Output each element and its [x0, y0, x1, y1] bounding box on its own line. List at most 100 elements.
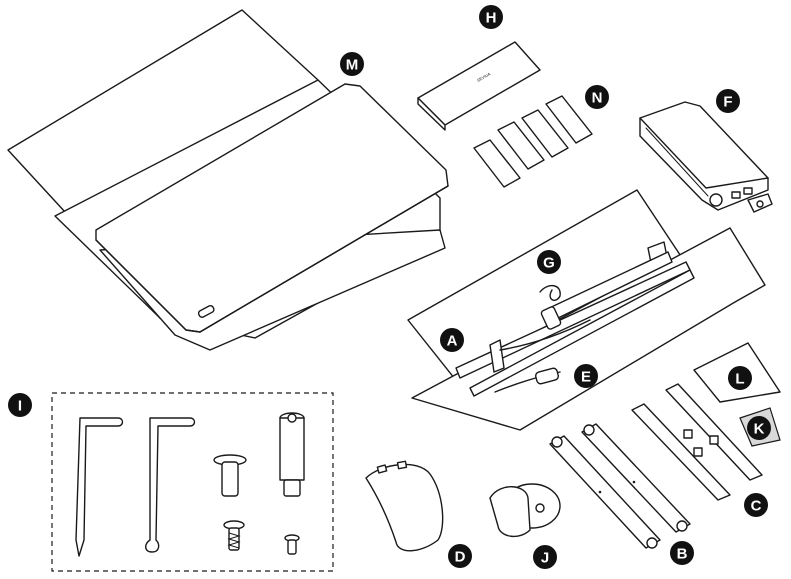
desktop-label-sticker	[197, 304, 215, 318]
marker-h-circle	[479, 5, 503, 29]
screw-large-thread	[227, 532, 241, 549]
hardware-kit-frame	[51, 392, 334, 572]
crossbar-rail-bottom	[469, 269, 695, 397]
foot-2-end-cap	[676, 520, 688, 532]
marker-l-label: L	[735, 371, 744, 388]
marker-d-circle	[448, 544, 472, 568]
marker-j: J	[533, 545, 557, 569]
marker-b: B	[670, 541, 694, 565]
marker-b-circle	[670, 541, 694, 565]
part-n-foam-pads	[473, 95, 593, 188]
bracket-2-tab	[709, 435, 719, 445]
foot-2-hole	[632, 480, 636, 484]
marker-h: H	[479, 5, 503, 29]
part-c-side-brackets	[631, 383, 763, 501]
foam-pad-2	[497, 121, 545, 170]
marker-k-label: K	[754, 421, 765, 438]
marker-k: K	[747, 416, 771, 440]
marker-c-label: C	[751, 498, 762, 515]
part-b-feet	[549, 423, 691, 549]
control-box-edge	[639, 117, 769, 189]
foam-pad-3	[521, 109, 569, 158]
motor-cable	[539, 285, 561, 301]
marker-h-label: H	[486, 10, 497, 27]
bracket-1-tab	[683, 429, 693, 439]
bracket-1-tab-2	[693, 447, 703, 457]
marker-j-label: J	[541, 550, 549, 567]
marker-g-label: G	[543, 255, 555, 272]
control-box-socket-1	[731, 191, 741, 199]
marker-j-circle	[533, 545, 557, 569]
cable-run	[499, 319, 591, 351]
cover-top	[417, 41, 541, 126]
marker-n: N	[585, 85, 609, 109]
foam-pad-4	[545, 95, 593, 144]
marker-i: I	[8, 393, 32, 417]
marker-n-label: N	[592, 90, 603, 107]
cable-holder-clip	[489, 486, 531, 537]
countersunk-screw-body	[221, 461, 239, 497]
marker-d: D	[448, 544, 472, 568]
allen-key-1	[75, 417, 124, 557]
marker-e-circle	[574, 364, 598, 388]
standoff-body	[279, 417, 305, 481]
crossbar-upright-bracket	[489, 339, 505, 373]
marker-f-circle	[716, 89, 740, 113]
marker-k-circle	[747, 416, 771, 440]
side-bracket-2	[665, 383, 763, 481]
standoff-bottom	[283, 479, 301, 497]
marker-n-circle	[585, 85, 609, 109]
marker-g: G	[537, 250, 561, 274]
side-bracket-1	[631, 403, 731, 501]
marker-l: L	[728, 366, 752, 390]
marker-f: F	[716, 89, 740, 113]
marker-e-label: E	[581, 369, 591, 386]
marker-b-label: B	[677, 546, 688, 563]
marker-d-label: D	[455, 549, 466, 566]
allen-key-2	[145, 417, 196, 553]
marker-c: C	[744, 493, 768, 517]
marker-m: M	[340, 52, 364, 76]
part-i-hardware-kit	[51, 392, 334, 572]
foot-1-cap	[551, 436, 563, 448]
grommet-cover-body	[365, 463, 444, 552]
part-m-desktop	[7, 9, 449, 351]
foot-2-cap	[583, 424, 595, 436]
marker-l-circle	[728, 366, 752, 390]
part-e-cable-clip	[535, 367, 559, 385]
marker-m-label: M	[346, 57, 359, 74]
marker-i-circle	[8, 393, 32, 417]
part-a-frame	[407, 189, 766, 431]
control-box-seam	[645, 127, 709, 197]
part-f-control-box	[639, 101, 773, 213]
cover-side	[417, 97, 446, 131]
desktop-board-edge	[95, 185, 449, 333]
grommet-cover-tab	[376, 464, 388, 474]
marker-f-label: F	[723, 94, 732, 111]
marker-e: E	[574, 364, 598, 388]
part-h-cover: SEVIUA	[417, 41, 541, 131]
marker-a-circle	[440, 328, 464, 352]
foot-1-end-cap	[646, 537, 658, 549]
marker-i-label: I	[18, 398, 22, 415]
marker-g-circle	[537, 250, 561, 274]
cable-clip	[535, 367, 559, 385]
control-box-mount-hole	[756, 200, 764, 208]
cover-brand-text: SEVIUA	[476, 71, 491, 83]
marker-m-circle	[340, 52, 364, 76]
marker-a: A	[440, 328, 464, 352]
foot-1-hole	[598, 490, 602, 494]
grommet-cover-tab-2	[396, 460, 408, 470]
control-box-socket-2	[743, 187, 753, 195]
control-box-port	[709, 193, 723, 207]
foam-pad-1	[473, 139, 521, 188]
screw-small-body	[287, 539, 297, 555]
marker-c-circle	[744, 493, 768, 517]
cable-holder-hole	[535, 503, 545, 513]
part-j-cable-holder	[489, 483, 561, 537]
marker-a-label: A	[447, 333, 458, 350]
motor-housing	[540, 306, 562, 330]
standoff-hole	[287, 413, 297, 423]
part-d-grommet-cover	[365, 460, 444, 552]
